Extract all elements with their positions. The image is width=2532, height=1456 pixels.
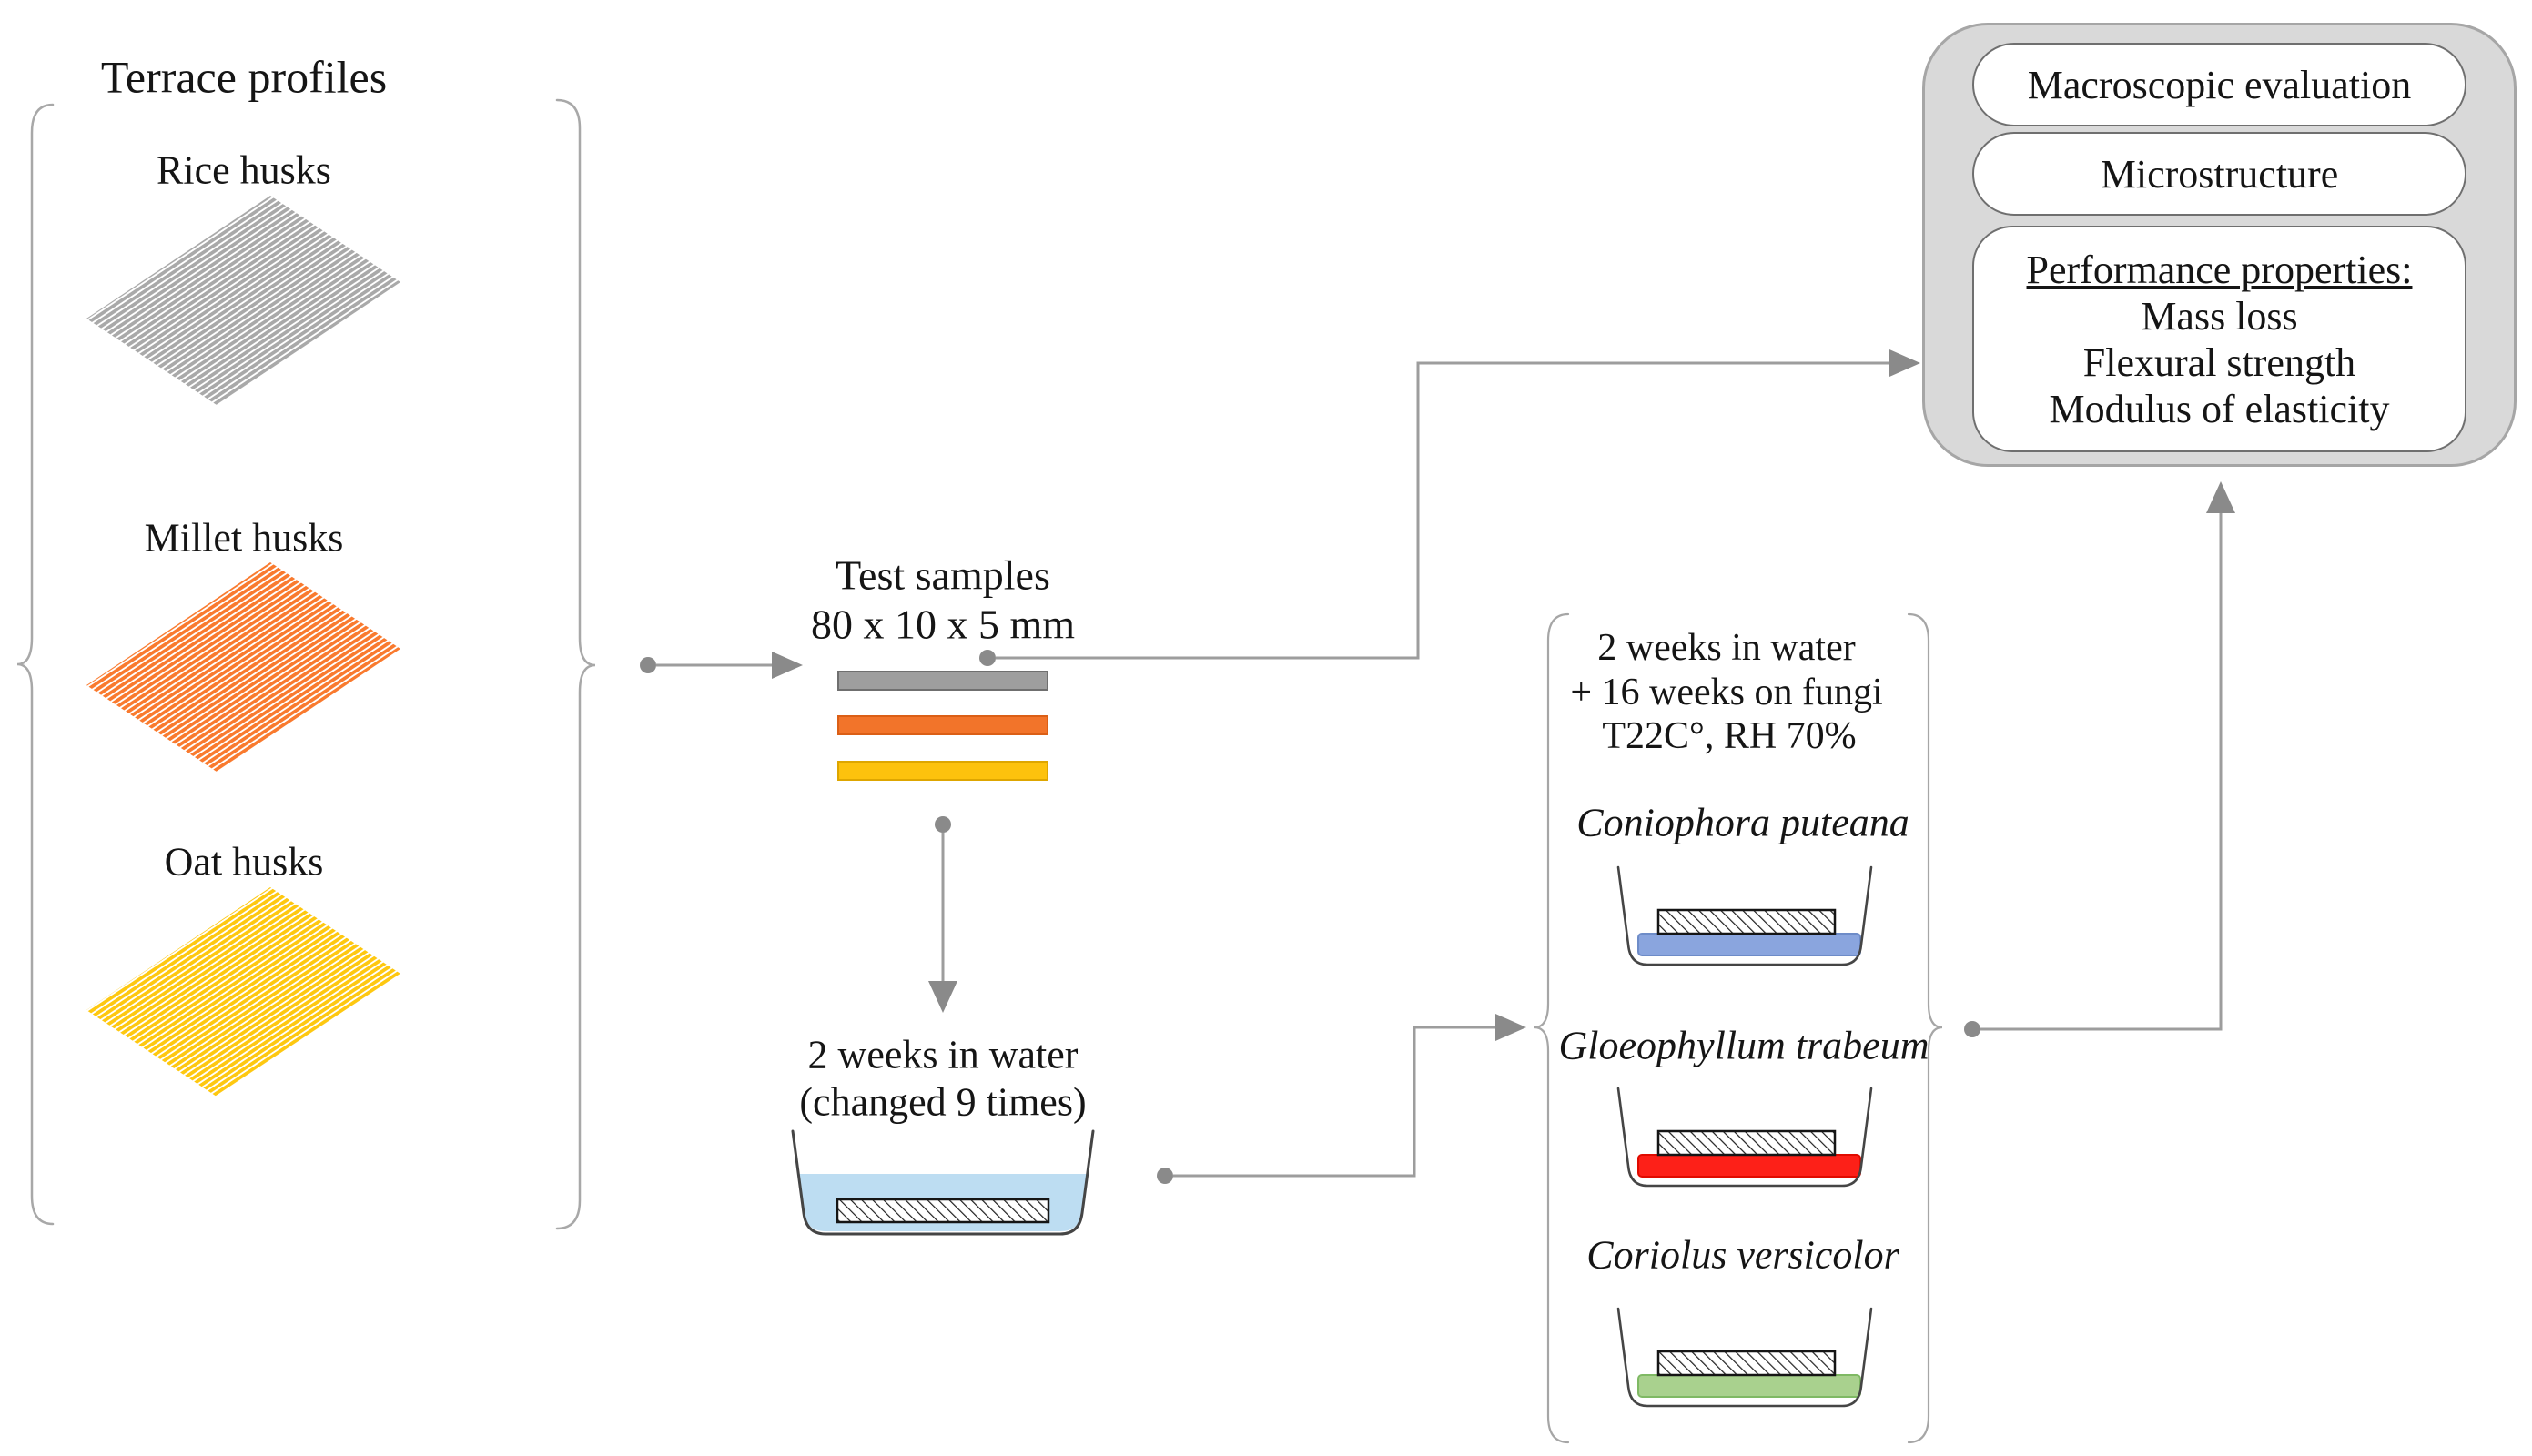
fungi-group-braces bbox=[1534, 612, 1943, 1444]
macroscopic-evaluation-label: Macroscopic evaluation bbox=[2027, 62, 2412, 107]
gloeophyllum-label: Gloeophyllum trabeum bbox=[1558, 1023, 1929, 1068]
arrowhead-right-icon bbox=[1889, 349, 1920, 377]
coniophora-sample-bar bbox=[1656, 908, 1837, 935]
beaker-walls bbox=[791, 1129, 1095, 1236]
coriolus-sample-bar bbox=[1656, 1350, 1837, 1377]
gloeophyllum-sample-bar bbox=[1656, 1129, 1837, 1157]
soaked-sample-bar bbox=[836, 1198, 1050, 1224]
beaker-walls bbox=[1616, 1087, 1873, 1188]
sample-bar-oat bbox=[837, 761, 1048, 781]
beaker-walls bbox=[1616, 1307, 1873, 1408]
test-samples-dimensions: 80 x 10 x 5 mm bbox=[810, 601, 1076, 648]
coriolus-medium-strip bbox=[1637, 1374, 1861, 1398]
oat-husks-label: Oat husks bbox=[164, 839, 324, 885]
connector-origin-dot bbox=[979, 650, 996, 666]
right-curly-brace bbox=[555, 98, 596, 1230]
gloeophyllum-medium-strip bbox=[1637, 1154, 1861, 1178]
arrowhead-up-icon bbox=[2206, 481, 2235, 513]
evaluation-results-panel: Macroscopic evaluation Microstructure Pe… bbox=[1922, 23, 2517, 467]
gloeophyllum-beaker bbox=[1616, 1087, 1873, 1188]
connector-origin-dot bbox=[640, 657, 656, 673]
fungi-condition-line1: 2 weeks in water bbox=[1597, 626, 1856, 669]
connector-origin-dot bbox=[1157, 1168, 1173, 1184]
coriolus-beaker bbox=[1616, 1307, 1873, 1408]
millet-husks-label: Millet husks bbox=[144, 515, 344, 561]
performance-item-modulus: Modulus of elasticity bbox=[2049, 386, 2390, 431]
performance-properties-title: Performance properties: bbox=[2026, 247, 2413, 292]
oat-husks-sheet bbox=[86, 887, 400, 1097]
performance-item-flexural-strength: Flexural strength bbox=[2082, 339, 2356, 385]
arrowhead-down-icon bbox=[928, 981, 957, 1013]
terrace-profiles-group bbox=[16, 98, 596, 1230]
connector-water-to-fungi bbox=[1157, 1014, 1526, 1184]
coniophora-beaker bbox=[1616, 865, 1873, 966]
rice-husks-label: Rice husks bbox=[157, 147, 331, 193]
microstructure-pill: Microstructure bbox=[1972, 132, 2466, 216]
terrace-profiles-title: Terrace profiles bbox=[100, 51, 388, 103]
fungi-condition-line2: + 16 weeks on fungi bbox=[1570, 671, 1883, 713]
coriolus-label: Coriolus versicolor bbox=[1586, 1232, 1899, 1278]
connector-origin-dot bbox=[935, 816, 951, 833]
rice-husks-sheet bbox=[86, 196, 400, 405]
fungi-condition-line3: T22C°, RH 70% bbox=[1602, 714, 1857, 757]
performance-properties-pill: Performance properties: Mass loss Flexur… bbox=[1972, 226, 2466, 452]
connector-fungi-to-results bbox=[1964, 481, 2235, 1037]
fungi-right-curly-brace bbox=[1907, 612, 1943, 1444]
millet-husks-sheet bbox=[86, 562, 400, 772]
sample-bar-rice bbox=[837, 671, 1048, 691]
arrowhead-right-icon bbox=[772, 652, 803, 679]
water-beaker bbox=[791, 1129, 1095, 1236]
coniophora-medium-strip bbox=[1637, 933, 1861, 956]
water-soak-label-line2: (changed 9 times) bbox=[799, 1079, 1087, 1125]
connector-samples-to-results bbox=[979, 349, 1920, 666]
connector-origin-dot bbox=[1964, 1021, 1980, 1037]
water-soak-label-line1: 2 weeks in water bbox=[807, 1032, 1079, 1077]
performance-item-mass-loss: Mass loss bbox=[2141, 293, 2298, 339]
connector-samples-to-water bbox=[928, 816, 957, 1013]
arrowhead-right-icon bbox=[1495, 1014, 1526, 1041]
microstructure-label: Microstructure bbox=[2100, 151, 2339, 197]
coniophora-label: Coniophora puteana bbox=[1576, 800, 1909, 845]
macroscopic-evaluation-pill: Macroscopic evaluation bbox=[1972, 43, 2466, 126]
fungi-left-curly-brace bbox=[1534, 612, 1570, 1444]
beaker-walls bbox=[1616, 865, 1873, 966]
connector-husks-to-samples bbox=[640, 652, 803, 679]
left-curly-brace bbox=[16, 103, 55, 1226]
sample-bar-millet bbox=[837, 715, 1048, 735]
test-samples-title: Test samples bbox=[836, 551, 1050, 599]
